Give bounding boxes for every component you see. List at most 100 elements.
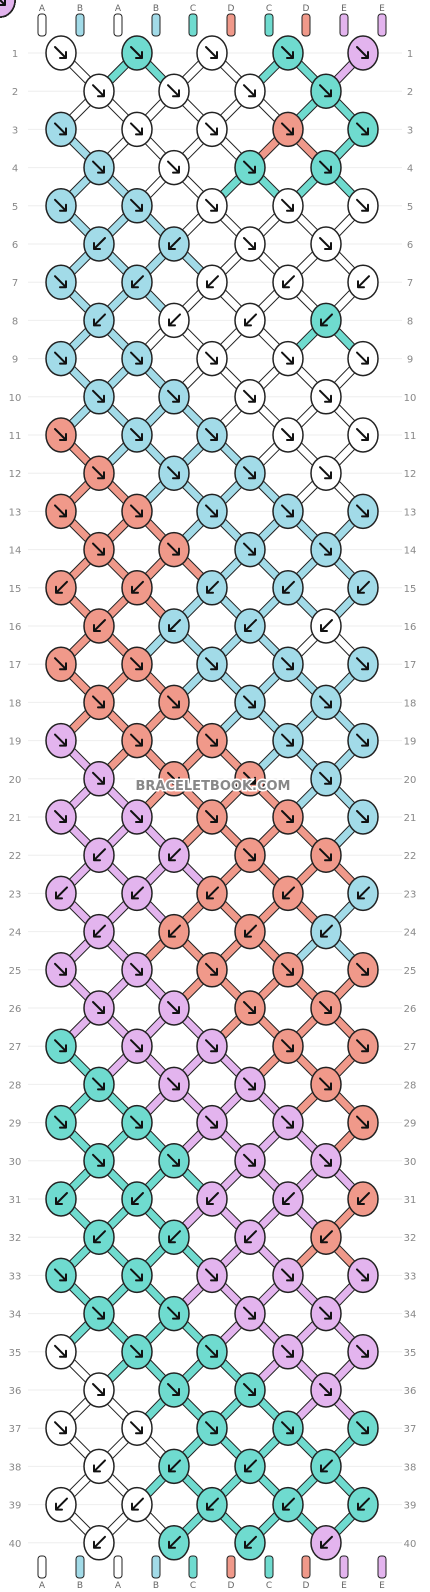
knot bbox=[158, 302, 190, 339]
arrow-icon bbox=[206, 886, 219, 900]
arrow-icon bbox=[0, 0, 6, 6]
knot bbox=[310, 73, 342, 109]
arrow-icon bbox=[205, 1268, 218, 1282]
row-number-right: 34 bbox=[404, 1310, 417, 1321]
arrow-icon bbox=[356, 810, 369, 823]
knot bbox=[158, 1143, 190, 1179]
knot bbox=[310, 1219, 342, 1255]
row-number-right: 36 bbox=[404, 1386, 417, 1397]
row-number-right: 8 bbox=[407, 316, 413, 327]
strand-label-bottom: A bbox=[39, 1581, 46, 1591]
row-number-left: 18 bbox=[9, 698, 22, 709]
arrow-icon bbox=[205, 657, 218, 671]
row-number-left: 2 bbox=[12, 87, 18, 98]
strand-label-top: B bbox=[153, 4, 159, 14]
knot bbox=[347, 188, 379, 224]
strand-label-bottom: A bbox=[115, 1581, 122, 1591]
arrow-icon bbox=[320, 1535, 333, 1549]
knot bbox=[83, 761, 115, 797]
arrow-icon bbox=[54, 1344, 67, 1358]
strand-stub-bottom bbox=[113, 1555, 123, 1579]
arrow-icon bbox=[244, 1535, 257, 1549]
row-number-left: 21 bbox=[9, 813, 22, 824]
knot bbox=[272, 1334, 304, 1370]
strand-stub-top bbox=[37, 13, 47, 37]
row-number-right: 39 bbox=[404, 1501, 417, 1512]
knot bbox=[272, 417, 304, 453]
knot bbox=[234, 1448, 266, 1485]
arrow-icon bbox=[92, 160, 105, 174]
arrow-icon bbox=[168, 237, 181, 250]
knot bbox=[158, 73, 190, 109]
arrow-icon bbox=[243, 466, 256, 480]
knot bbox=[45, 264, 77, 300]
strand-label-top: A bbox=[115, 4, 122, 14]
knot bbox=[121, 111, 153, 148]
arrow-icon bbox=[131, 1192, 144, 1205]
row-number-left: 6 bbox=[12, 240, 18, 251]
knot bbox=[45, 35, 77, 71]
knot bbox=[196, 35, 228, 71]
knot bbox=[347, 1028, 379, 1064]
strand-label-top: E bbox=[379, 4, 385, 14]
arrow-icon bbox=[282, 580, 295, 594]
knot bbox=[121, 875, 153, 912]
arrow-icon bbox=[54, 122, 67, 136]
knot bbox=[196, 1257, 228, 1294]
arrow-icon bbox=[281, 1344, 294, 1358]
row-number-left: 17 bbox=[9, 660, 22, 671]
row-number-left: 22 bbox=[9, 851, 22, 862]
arrow-icon bbox=[243, 771, 256, 785]
arrow-icon bbox=[243, 1077, 256, 1091]
row-number-right: 6 bbox=[407, 240, 413, 251]
arrow-icon bbox=[130, 733, 143, 747]
knot bbox=[272, 1410, 304, 1446]
knot bbox=[83, 1066, 115, 1103]
strand-stub-top bbox=[301, 13, 311, 37]
arrow-icon bbox=[320, 924, 333, 938]
knot bbox=[45, 1410, 77, 1446]
knot bbox=[310, 226, 342, 262]
knot bbox=[121, 188, 153, 224]
knot bbox=[45, 1257, 77, 1294]
strand-stub-top bbox=[377, 13, 387, 37]
arrow-icon bbox=[281, 198, 294, 212]
row-number-right: 15 bbox=[404, 584, 417, 595]
knot bbox=[45, 646, 77, 682]
row-number-left: 35 bbox=[9, 1348, 22, 1359]
arrow-icon bbox=[205, 198, 218, 212]
row-number-right: 5 bbox=[407, 202, 413, 213]
knot bbox=[234, 1219, 266, 1255]
knot bbox=[83, 990, 115, 1026]
knot bbox=[45, 570, 77, 606]
arrow-icon bbox=[320, 313, 333, 327]
knot bbox=[45, 1486, 77, 1523]
knot bbox=[272, 875, 304, 912]
knot bbox=[45, 1181, 77, 1217]
arrow-icon bbox=[357, 886, 370, 900]
knot bbox=[347, 1486, 379, 1523]
strand-stub-bottom bbox=[301, 1555, 311, 1579]
knot bbox=[310, 1143, 342, 1179]
knot bbox=[196, 875, 228, 912]
arrow-icon bbox=[167, 1383, 180, 1396]
row-number-left: 27 bbox=[9, 1042, 22, 1053]
knot bbox=[234, 455, 266, 491]
knot bbox=[272, 111, 304, 148]
knot bbox=[83, 1295, 115, 1332]
knot bbox=[0, 0, 16, 18]
strand-label-top: C bbox=[266, 4, 272, 14]
arrow-icon bbox=[281, 810, 294, 823]
knot bbox=[83, 913, 115, 950]
arrow-icon bbox=[282, 1497, 295, 1511]
knot bbox=[83, 73, 115, 109]
arrow-icon bbox=[167, 695, 180, 709]
arrow-icon bbox=[205, 962, 218, 976]
arrow-icon bbox=[319, 84, 332, 98]
row-number-left: 4 bbox=[12, 164, 18, 175]
knot bbox=[310, 531, 342, 568]
knot bbox=[234, 913, 266, 950]
strand-label-bottom: D bbox=[303, 1581, 310, 1591]
